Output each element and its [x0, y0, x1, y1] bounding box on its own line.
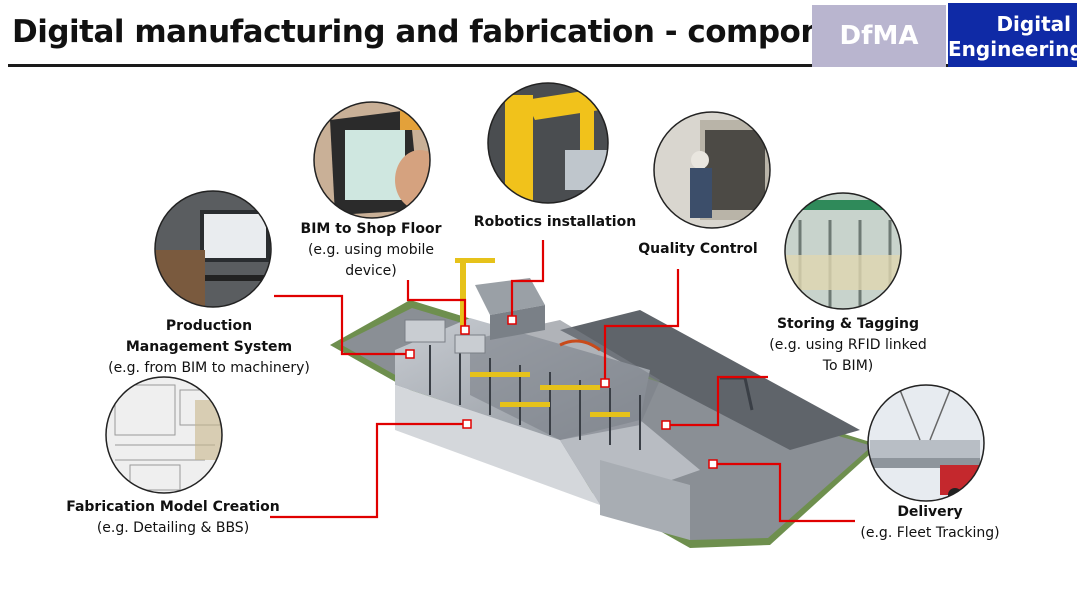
inspection-photo	[653, 111, 771, 229]
tablet-photo	[313, 101, 431, 219]
label-bim-title: BIM to Shop Floor	[300, 221, 442, 237]
label-quality-control: Quality Control	[630, 239, 766, 260]
label-robotics-title: Robotics installation	[473, 214, 637, 230]
label-production-sub1: (e.g. from BIM to machinery)	[108, 360, 310, 376]
connector-production	[274, 294, 410, 356]
label-fabrication-sub1: (e.g. Detailing & BBS)	[96, 520, 250, 536]
label-quality-title: Quality Control	[638, 241, 758, 257]
label-storing-title: Storing & Tagging	[776, 316, 920, 332]
label-bim-sub2: device)	[345, 263, 397, 279]
label-delivery-sub1: (e.g. Fleet Tracking)	[860, 525, 1000, 541]
factory-illustration	[330, 258, 880, 548]
label-production-title: Production	[165, 318, 253, 334]
label-robotics-installation: Robotics installation	[470, 212, 640, 233]
connector-robotics	[510, 240, 545, 320]
label-production-title2: Management System	[125, 339, 293, 355]
truck-photo	[867, 384, 985, 502]
badge-digital-text: Digital	[996, 12, 1071, 36]
digital-engineering-badge: Digital Engineering	[948, 3, 1080, 67]
connector-fabrication	[270, 422, 467, 519]
label-production-management: Production Management System (e.g. from …	[96, 316, 322, 379]
connector-quality	[603, 269, 680, 383]
title-underline	[8, 64, 1076, 67]
label-delivery: Delivery (e.g. Fleet Tracking)	[852, 502, 1008, 544]
label-fabrication-title: Fabrication Model Creation	[66, 499, 280, 515]
storage-rack-photo	[784, 192, 902, 310]
badge-engineering-text: Engineering	[948, 37, 1080, 61]
label-delivery-title: Delivery	[897, 504, 963, 520]
drawing-plan-photo	[105, 376, 223, 494]
connector-delivery	[713, 462, 855, 523]
label-bim-sub1: (e.g. using mobile	[307, 242, 435, 258]
connector-storing	[666, 375, 768, 427]
computer-screen-photo	[154, 190, 272, 308]
label-storing-sub1: (e.g. using RFID linked	[769, 337, 927, 353]
label-fabrication-model: Fabrication Model Creation (e.g. Detaili…	[62, 497, 284, 539]
robot-arm-photo	[487, 82, 609, 204]
connector-lines	[270, 240, 855, 523]
label-bim-to-shop-floor: BIM to Shop Floor (e.g. using mobile dev…	[296, 219, 446, 282]
label-storing-sub2: To BIM)	[822, 358, 874, 374]
dfma-badge: DfMA	[812, 5, 946, 67]
connector-endpoints	[405, 315, 718, 469]
label-storing-tagging: Storing & Tagging (e.g. using RFID linke…	[758, 314, 938, 377]
page-title: Digital manufacturing and fabrication - …	[12, 14, 897, 50]
connector-bim	[406, 280, 467, 330]
